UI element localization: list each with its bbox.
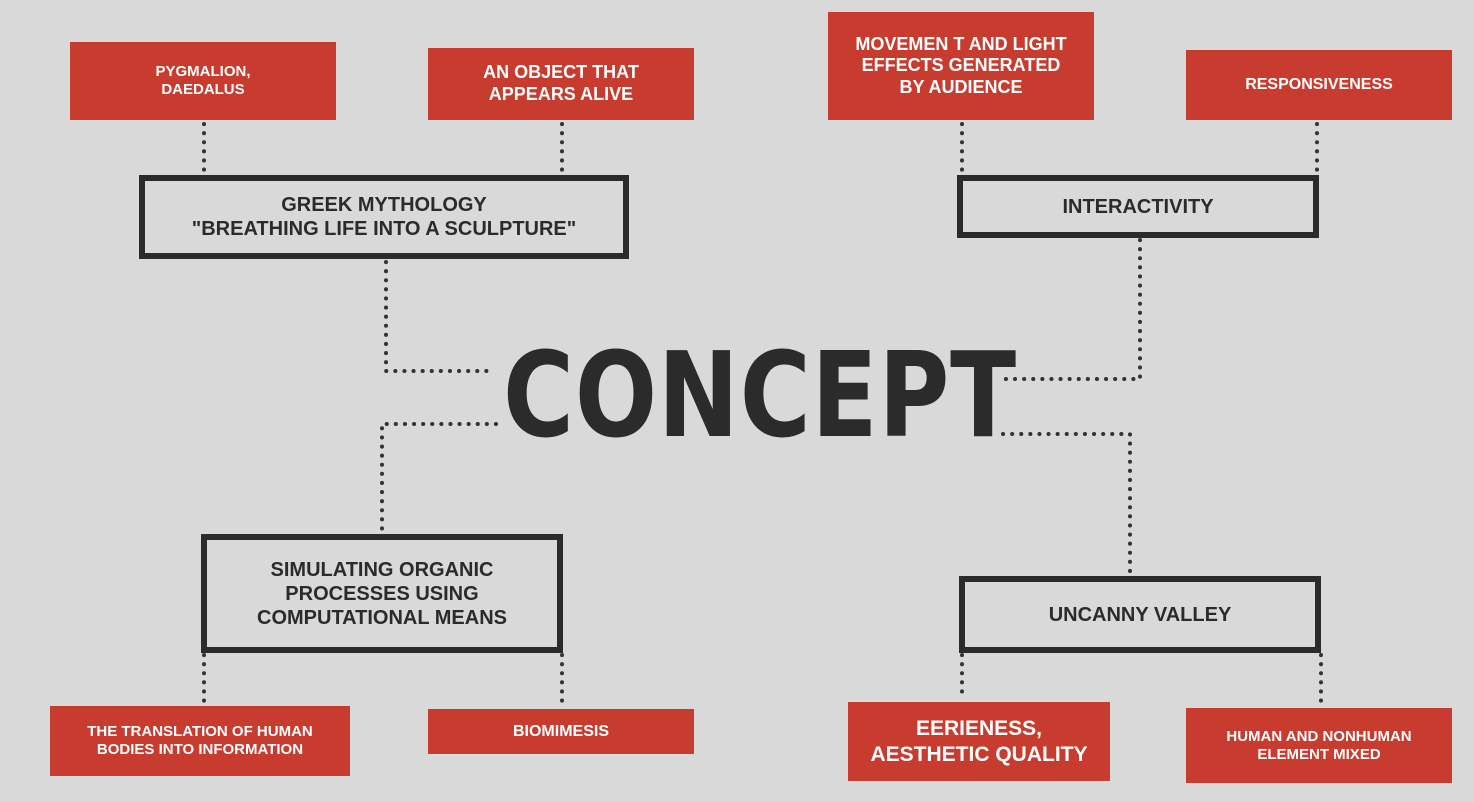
connector-greek-center bbox=[384, 260, 494, 373]
node-translation-human-bodies: THE TRANSLATION OF HUMAN BODIES INTO INF… bbox=[50, 706, 350, 776]
node-responsiveness: RESPONSIVENESS bbox=[1186, 50, 1452, 120]
node-pygmalion-daedalus: PYGMALION, DAEDALUS bbox=[70, 42, 336, 120]
node-biomimesis: BIOMIMESIS bbox=[428, 709, 694, 754]
node-object-appears-alive: AN OBJECT THAT APPEARS ALIVE bbox=[428, 48, 694, 120]
node-simulating-organic: SIMULATING ORGANIC PROCESSES USING COMPU… bbox=[201, 534, 563, 653]
connector-interactivity-center bbox=[995, 238, 1142, 381]
node-uncanny-valley: UNCANNY VALLEY bbox=[959, 576, 1321, 653]
node-eerieness-aesthetic: EERIENESS, AESTHETIC QUALITY bbox=[848, 702, 1110, 781]
node-human-nonhuman-mixed: HUMAN AND NONHUMAN ELEMENT MIXED bbox=[1186, 708, 1452, 783]
connector-uncanny-center bbox=[1001, 432, 1132, 575]
node-interactivity: INTERACTIVITY bbox=[957, 175, 1319, 238]
concept-title: CONCEPT bbox=[502, 326, 1018, 464]
node-movement-light-effects: MOVEMEN T AND LIGHT EFFECTS GENERATED BY… bbox=[828, 12, 1094, 120]
connector-simulating-center bbox=[380, 422, 498, 537]
node-greek-mythology: GREEK MYTHOLOGY "BREATHING LIFE INTO A S… bbox=[139, 175, 629, 259]
